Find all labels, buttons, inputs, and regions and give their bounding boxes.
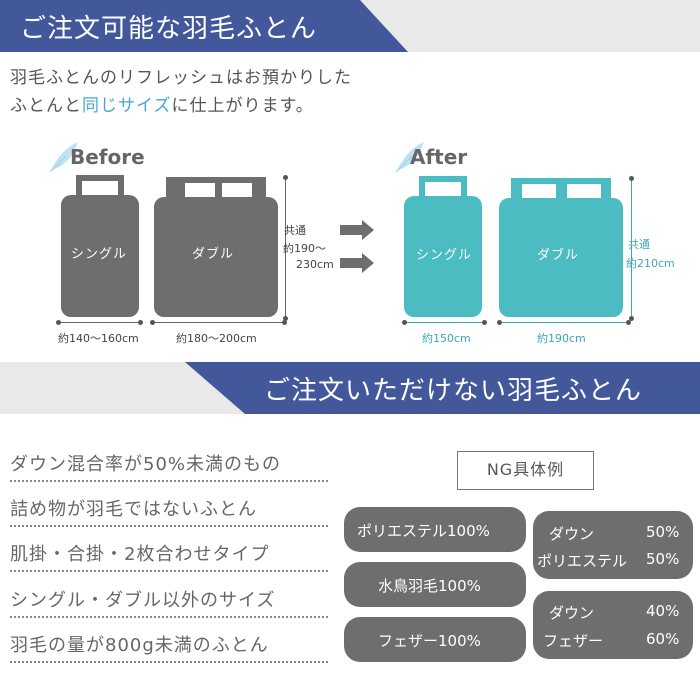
before-label: Before [70,145,145,169]
ng-example-mix-1: ダウン 50% ポリエステル 50% [533,511,693,579]
double-width-after: 約190cm [537,332,586,345]
arrow-right-icon [340,220,374,240]
ng-example-label: 水鳥羽毛100% [378,577,481,595]
dimension-line [631,178,632,318]
dimension-dot [497,320,502,325]
dimension-dot [56,320,61,325]
length-value-after: 約210cm [626,257,675,270]
pillow-frame-icon [166,177,266,199]
dimension-dot [482,320,487,325]
feather-icon [395,142,424,173]
dimension-line [152,322,284,323]
ng-list-item: ダウン混合率が50%未満のもの [10,450,328,482]
futon-shape [499,198,623,317]
mix-percent: 60% [646,630,680,648]
futon-shape [61,195,139,317]
pillow-frame-icon [511,178,611,200]
length-range-before: 約190～ [283,242,326,255]
mix-percent: 50% [646,523,680,541]
dimension-dot [402,320,407,325]
double-futon-after: ダブル [499,178,623,317]
double-width-before: 約180～200cm [176,332,257,345]
ng-example-waterfowl: 水鳥羽毛100% [344,562,526,607]
section-title-not-orderable: ご注文いただけない羽毛ふとん [264,376,643,406]
ng-list-item: 肌掛・合掛・2枚合わせタイプ [10,540,328,572]
ng-examples-title: NG具体例 [457,451,594,490]
feather-icon [49,142,78,173]
pillow-icon [76,175,124,197]
double-futon-before: ダブル [154,177,278,317]
ng-list-item: 詰め物が羽毛ではないふとん [10,495,328,527]
dimension-dot [283,175,288,180]
after-label: After [410,145,468,169]
header-band [185,362,700,414]
intro-line-1: 羽毛ふとんのリフレッシュはお預かりした [10,68,352,88]
dimension-dot [150,320,155,325]
ng-example-label: フェザー100% [378,632,481,650]
arrow-right-icon [340,253,374,273]
dimension-dot [626,320,631,325]
intro-line-2: ふとんと同じサイズに仕上がります。 [10,92,352,120]
dimension-dot [138,320,143,325]
dimension-line [285,177,286,317]
ng-example-feather: フェザー100% [344,617,526,662]
mix-percent: 40% [646,602,680,620]
futon-shape [154,197,278,317]
mix-name: ダウン [549,525,595,543]
ng-example-label: ポリエステル100% [357,522,490,540]
length-end-before: 230cm [296,258,334,271]
ng-example-mix-2: ダウン 40% フェザー 60% [533,591,693,659]
dimension-dot [629,176,634,181]
mix-name: ポリエステル [537,552,628,570]
single-width-before: 約140～160cm [58,332,139,345]
mix-name: フェザー [543,632,604,650]
mix-name: ダウン [549,604,595,622]
header-band [0,0,408,52]
dimension-line [58,322,140,323]
length-common-after: 共通 [628,238,650,251]
intro-highlight: 同じサイズ [82,96,172,116]
single-futon-before: シングル [61,175,139,317]
futon-shape [404,196,482,317]
ng-example-polyester: ポリエステル100% [344,507,526,552]
single-futon-after: シングル [404,176,482,317]
pillow-icon [419,176,467,198]
intro-text: 羽毛ふとんのリフレッシュはお預かりした ふとんと同じサイズに仕上がります。 [10,64,352,120]
dimension-dot [283,316,288,321]
intro-text-pre: ふとんと [10,96,82,116]
double-label-after: ダブル [537,248,580,263]
single-label-before: シングル [71,247,128,262]
dimension-dot [629,316,634,321]
dimension-line [404,322,484,323]
single-width-after: 約150cm [422,332,471,345]
dimension-line [500,322,628,323]
ng-list-item: 羽毛の量が800g未満のふとん [10,631,328,663]
section-title-orderable: ご注文可能な羽毛ふとん [20,14,318,44]
length-common-before: 共通 [284,224,306,237]
double-label-before: ダブル [192,247,235,262]
intro-text-post: に仕上がります。 [171,96,314,116]
ng-list-item: シングル・ダブル以外のサイズ [10,586,328,618]
dimension-dot [282,320,287,325]
single-label-after: シングル [416,248,473,263]
mix-percent: 50% [646,550,680,568]
